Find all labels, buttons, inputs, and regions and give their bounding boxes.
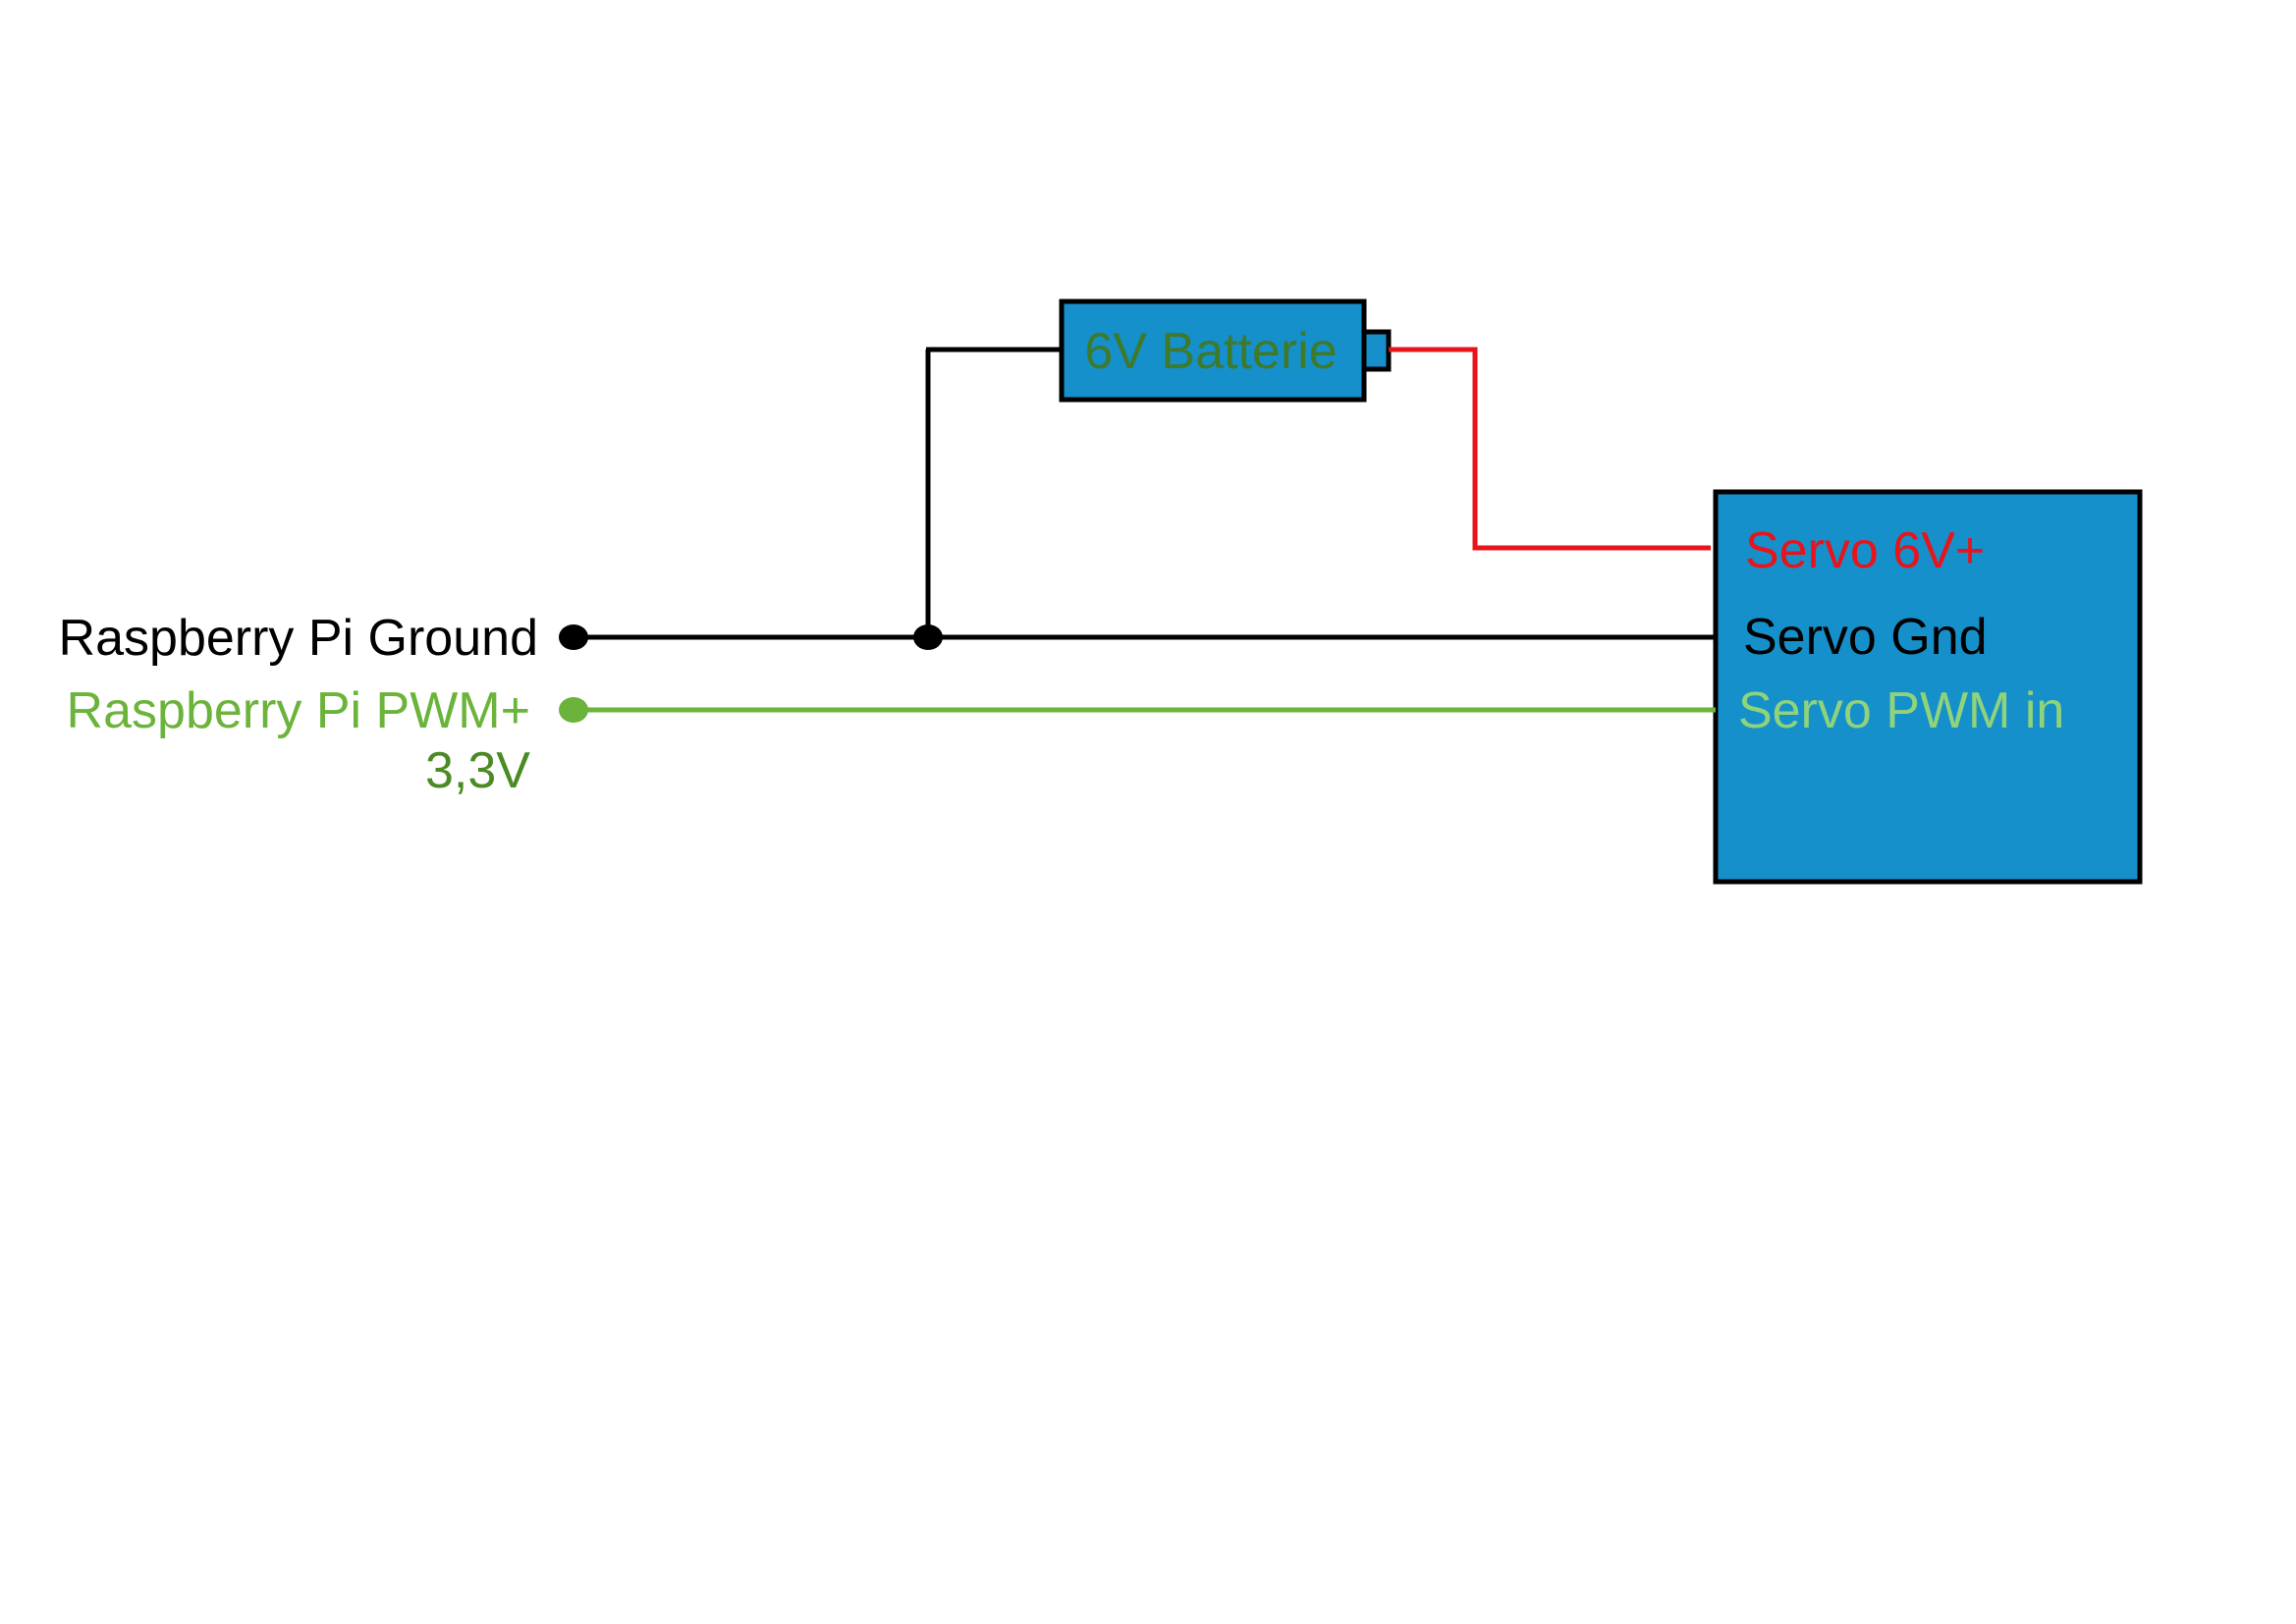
pwm-wire <box>559 697 1716 723</box>
pi-pwm-terminal <box>559 697 588 723</box>
battery-label: 6V Batterie <box>1084 323 1337 380</box>
servo-ground-label: Servo Gnd <box>1743 609 1988 666</box>
servo-pwm-label: Servo PWM in <box>1738 682 2064 739</box>
pi-ground-terminal <box>559 624 588 650</box>
power-wire <box>1389 347 1711 551</box>
ground-junction-dot <box>913 624 943 650</box>
battery-terminal <box>1361 329 1392 372</box>
battery-icon: 6V Batterie <box>1059 298 1392 403</box>
pi-ground-label: Raspberry Pi Ground <box>59 610 538 667</box>
pi-voltage-label: 3,3V <box>425 742 530 799</box>
battery-to-servo-power-wire <box>1389 347 1711 551</box>
servo-power-label: Servo 6V+ <box>1745 522 1985 579</box>
servo-block <box>1713 489 2143 885</box>
ground-wire <box>559 347 1716 650</box>
servo-body <box>1713 489 2143 885</box>
pi-pwm-label: Raspberry Pi PWM+ <box>67 682 530 739</box>
